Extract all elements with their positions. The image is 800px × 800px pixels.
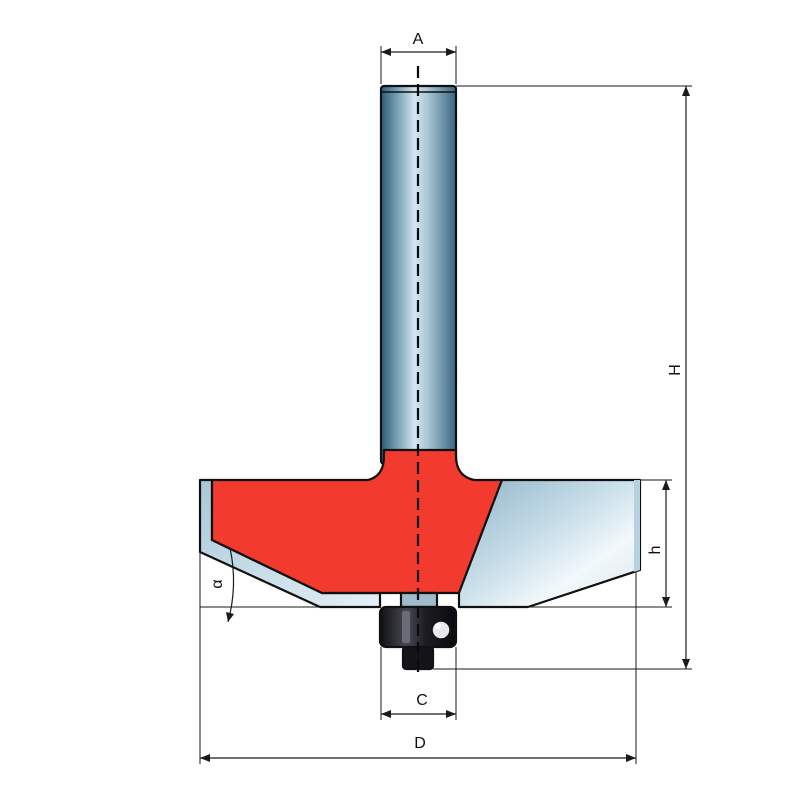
label-c: C — [416, 692, 428, 709]
label-h-cutting: h — [647, 546, 664, 555]
label-h-overall: H — [667, 364, 684, 376]
dimension-h-overall: H — [433, 85, 692, 670]
dimension-d: D — [199, 552, 637, 764]
dimension-alpha: α — [200, 539, 320, 623]
dimension-c: C — [380, 647, 457, 720]
dimension-h-cutting: h — [528, 479, 672, 608]
label-alpha: α — [209, 579, 226, 588]
dimension-a: A — [380, 31, 457, 84]
label-d: D — [414, 735, 426, 752]
cutter-body — [210, 448, 504, 595]
label-a: A — [413, 31, 424, 48]
